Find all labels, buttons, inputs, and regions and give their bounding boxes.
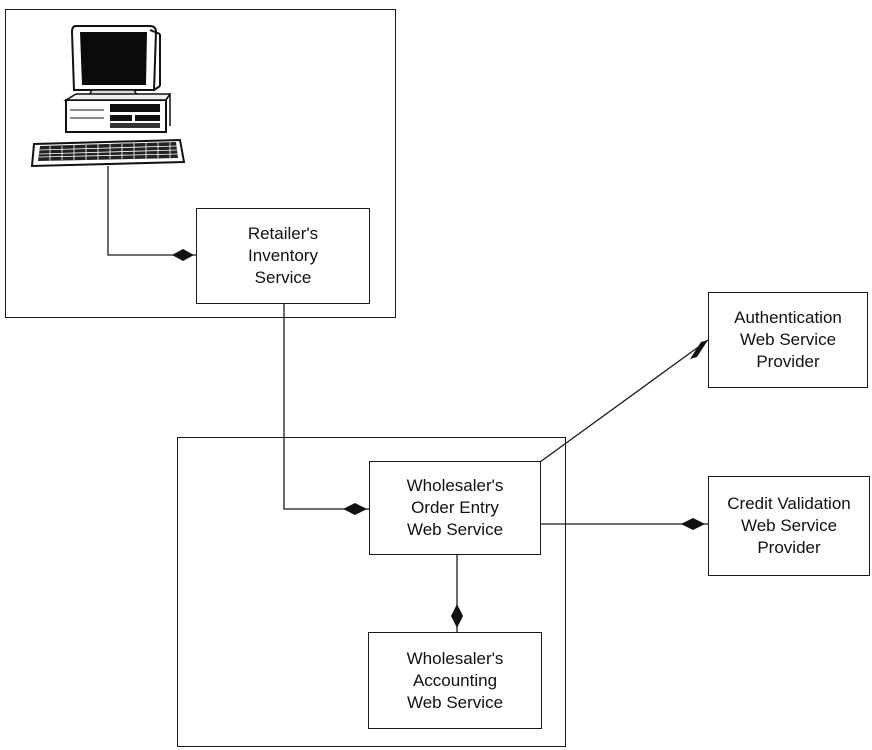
authentication-provider-box: Authentication Web Service Provider xyxy=(708,292,868,388)
diamond-order-entry xyxy=(343,503,367,515)
credit-validation-line-2: Web Service xyxy=(740,516,838,535)
desktop-computer-icon xyxy=(30,25,186,168)
credit-validation-line-3: Provider xyxy=(757,538,821,557)
connector-computer-retailer xyxy=(107,166,196,256)
order-entry-line-3: Web Service xyxy=(406,520,504,539)
accounting-line-2: Accounting xyxy=(412,670,498,690)
diamond-retailer-service xyxy=(172,249,194,261)
auth-provider-line-1: Authentication xyxy=(734,308,842,327)
retailer-inventory-line-3: Service xyxy=(254,268,312,287)
auth-provider-line-3: Provider xyxy=(756,352,820,371)
system-unit-icon xyxy=(63,93,172,133)
accounting-line-3: Web Service xyxy=(406,692,504,712)
connector-order-entry-auth xyxy=(539,339,709,463)
wholesaler-accounting-box: Wholesaler's Accounting Web Service xyxy=(368,632,542,729)
diamond-accounting xyxy=(451,604,463,628)
keyboard-icon xyxy=(30,138,186,168)
retailer-inventory-line-1: Retailer's xyxy=(247,224,319,243)
retailer-inventory-service-box: Retailer's Inventory Service xyxy=(196,208,370,304)
diamond-authentication xyxy=(690,340,708,359)
order-entry-line-2: Order Entry xyxy=(411,498,499,517)
diamond-credit-validation xyxy=(681,518,705,530)
order-entry-line-1: Wholesaler's xyxy=(406,476,504,495)
wholesaler-frame xyxy=(177,437,566,747)
wholesaler-order-entry-box: Wholesaler's Order Entry Web Service xyxy=(369,461,541,555)
monitor-icon xyxy=(70,25,161,101)
connector-retailer-order-entry xyxy=(283,304,369,510)
retailer-inventory-line-2: Inventory xyxy=(248,246,318,265)
auth-provider-line-2: Web Service xyxy=(739,330,837,349)
credit-validation-provider-box: Credit Validation Web Service Provider xyxy=(708,476,870,576)
retailer-frame xyxy=(5,9,396,318)
accounting-line-1: Wholesaler's xyxy=(406,648,504,668)
credit-validation-line-1: Credit Validation xyxy=(727,494,851,513)
